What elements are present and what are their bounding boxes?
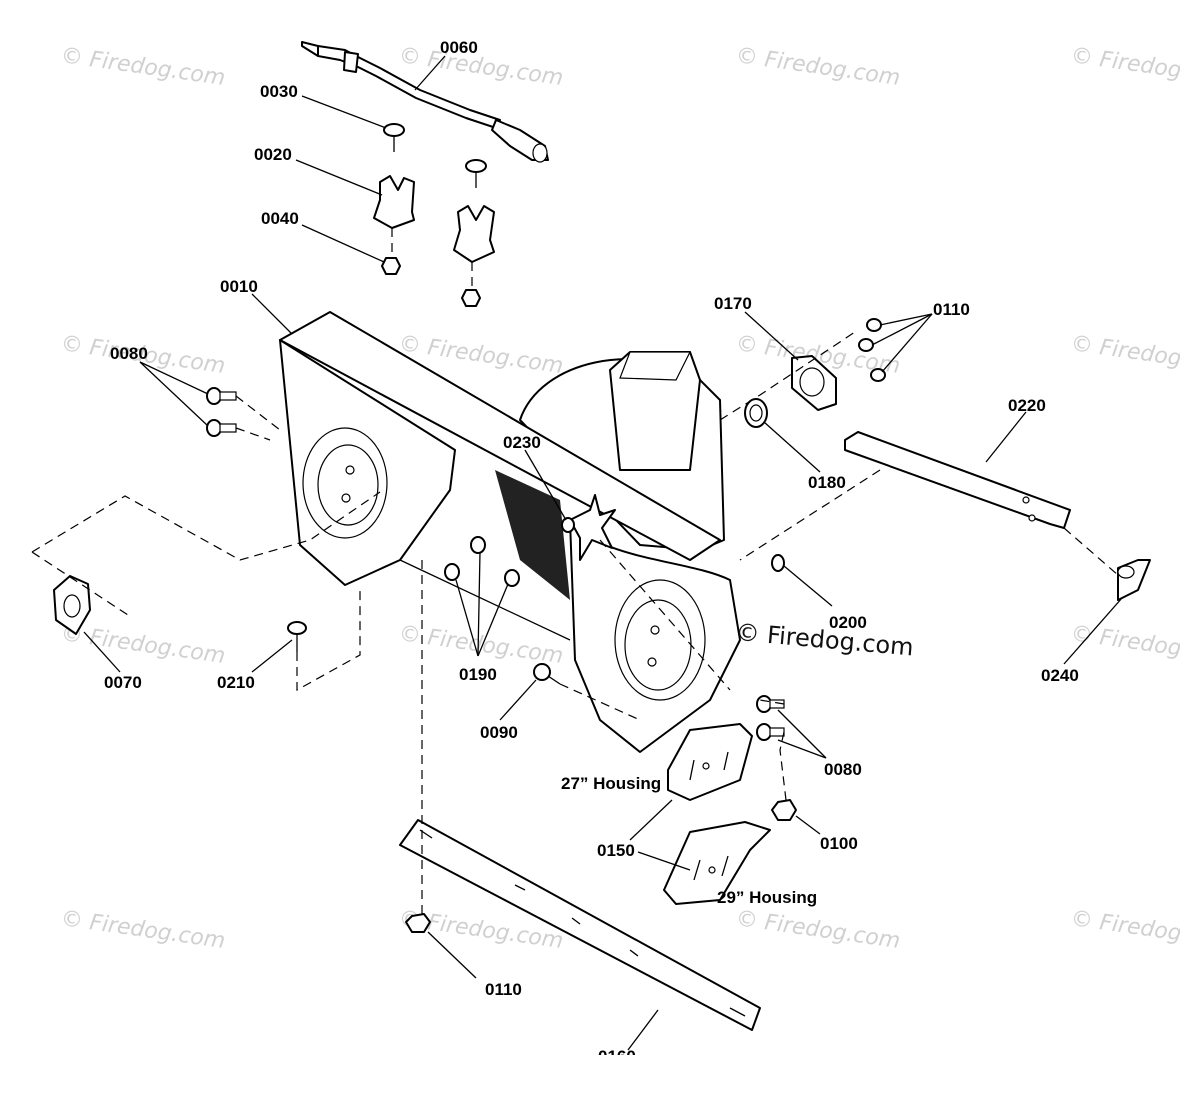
note-27-housing: 27” Housing — [561, 774, 661, 793]
watermark: © Firedog.com — [1069, 621, 1180, 669]
watermark: © Firedog.com — [734, 906, 902, 954]
nut — [771, 799, 797, 821]
label-0070: 0070 — [104, 673, 142, 692]
bolt — [533, 663, 561, 685]
label-0010: 0010 — [220, 277, 258, 296]
label-0030: 0030 — [260, 82, 298, 101]
label-0190: 0190 — [459, 665, 497, 684]
label-0200: 0200 — [829, 613, 867, 632]
screw — [383, 123, 487, 188]
label-0170: 0170 — [714, 294, 752, 313]
bolt — [756, 695, 785, 741]
label-0020: 0020 — [254, 145, 292, 164]
label-0210: 0210 — [217, 673, 255, 692]
watermark: © Firedog.com — [1069, 906, 1180, 954]
label-0060: 0060 — [440, 38, 478, 57]
label-0180: 0180 — [808, 473, 846, 492]
label-0100: 0100 — [820, 834, 858, 853]
watermark: © Firedog.com — [59, 906, 227, 954]
watermark: © Firedog.com — [59, 43, 227, 91]
label-0110-bottom: 0110 — [485, 980, 522, 999]
carriage-bolt — [444, 517, 575, 587]
label-0040: 0040 — [261, 209, 299, 228]
bearing-housing — [53, 575, 91, 635]
bearing — [744, 398, 768, 428]
label-0150: 0150 — [597, 841, 635, 860]
note-29-housing: 29” Housing — [717, 888, 817, 907]
label-0110-top: 0110 — [933, 300, 970, 319]
label-0080-right: 0080 — [824, 760, 862, 779]
nut — [381, 228, 481, 307]
label-0220: 0220 — [1008, 396, 1046, 415]
firedog-credit: © Firedog.com — [734, 618, 914, 661]
chute-crank-rod — [301, 41, 549, 163]
skid-shoe-29 — [663, 821, 771, 905]
auger-housing — [279, 311, 741, 753]
watermark: © Firedog.com — [59, 621, 227, 669]
plug — [771, 554, 785, 572]
skid-bar — [844, 431, 1071, 529]
watermark: © Firedog.com — [1069, 43, 1180, 91]
label-0090: 0090 — [480, 723, 518, 742]
label-0230: 0230 — [503, 433, 541, 452]
assembly-lines — [31, 329, 1119, 915]
crop-mask — [560, 1055, 680, 1075]
watermark: © Firedog.com — [734, 43, 902, 91]
label-0080-left: 0080 — [110, 344, 148, 363]
leader-lines — [83, 55, 1123, 1051]
part-labels: 0060 0030 0020 0040 0010 0080 0170 0110 … — [104, 38, 1079, 1066]
label-0240: 0240 — [1041, 666, 1079, 685]
watermark: © Firedog.com — [1069, 331, 1180, 379]
chute-bracket — [373, 175, 495, 263]
skid-shoe-27 — [667, 723, 753, 801]
bolt — [206, 387, 237, 437]
bearing-flange — [791, 355, 837, 411]
watermark: © Firedog.com — [397, 43, 565, 91]
carriage-bolt — [287, 621, 307, 652]
knob — [1117, 559, 1151, 601]
nut — [405, 913, 431, 933]
scraper-bar — [399, 819, 761, 1031]
